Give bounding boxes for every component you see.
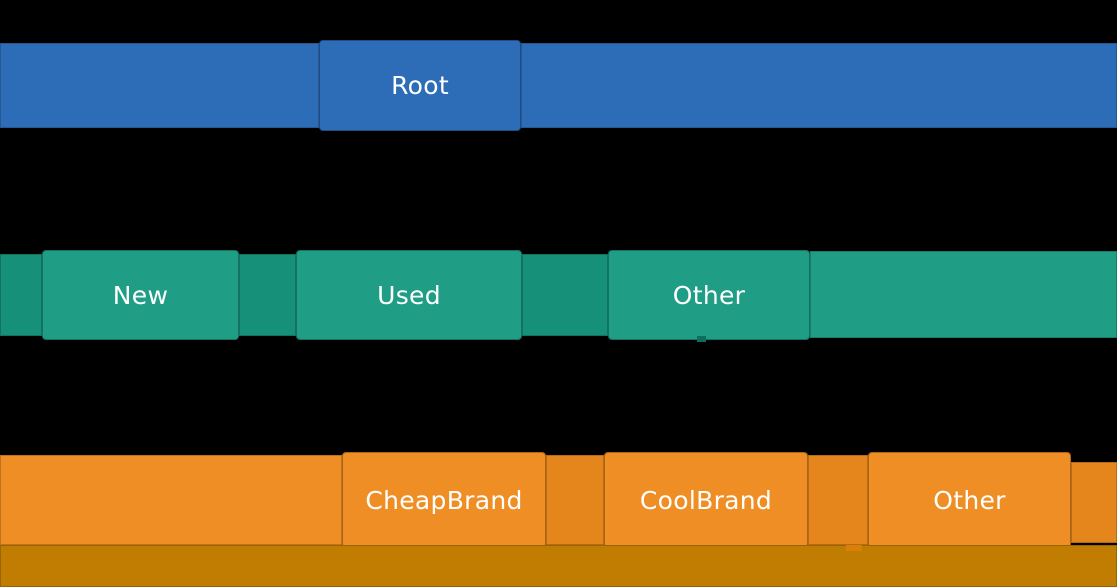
segment-leaf-strip (0, 545, 1117, 587)
segment-level0-left-fill (0, 43, 319, 128)
connector-stub-under-other-level1 (697, 336, 706, 342)
connector-stub-under-level2-gap-b (846, 545, 862, 551)
segment-level2-gap-b (808, 455, 868, 545)
node-other-level1[interactable]: Other (608, 250, 810, 340)
node-label-other-level2: Other (933, 485, 1006, 515)
node-cheapbrand[interactable]: CheapBrand (342, 452, 546, 548)
node-other-level2[interactable]: Other (868, 452, 1071, 548)
node-label-cheapbrand: CheapBrand (365, 485, 523, 515)
node-used[interactable]: Used (296, 250, 522, 340)
node-label-new: New (112, 280, 169, 310)
segment-level1-gap-c (522, 254, 608, 336)
segment-level1-right-fill (810, 251, 1117, 338)
node-root[interactable]: Root (319, 40, 521, 131)
segment-level1-gap-a (0, 254, 42, 336)
node-label-used: Used (377, 280, 441, 310)
node-label-coolbrand: CoolBrand (639, 485, 773, 515)
segment-level0-right-fill (521, 43, 1117, 128)
node-label-root: Root (391, 71, 449, 100)
segment-level2-left-fill (0, 455, 342, 545)
node-coolbrand[interactable]: CoolBrand (604, 452, 808, 548)
segment-level1-gap-b (239, 254, 296, 336)
node-new[interactable]: New (42, 250, 239, 340)
segment-level2-gap-a (546, 455, 604, 545)
node-label-other-level1: Other (672, 280, 746, 310)
segment-level2-right-gap (1071, 462, 1117, 543)
